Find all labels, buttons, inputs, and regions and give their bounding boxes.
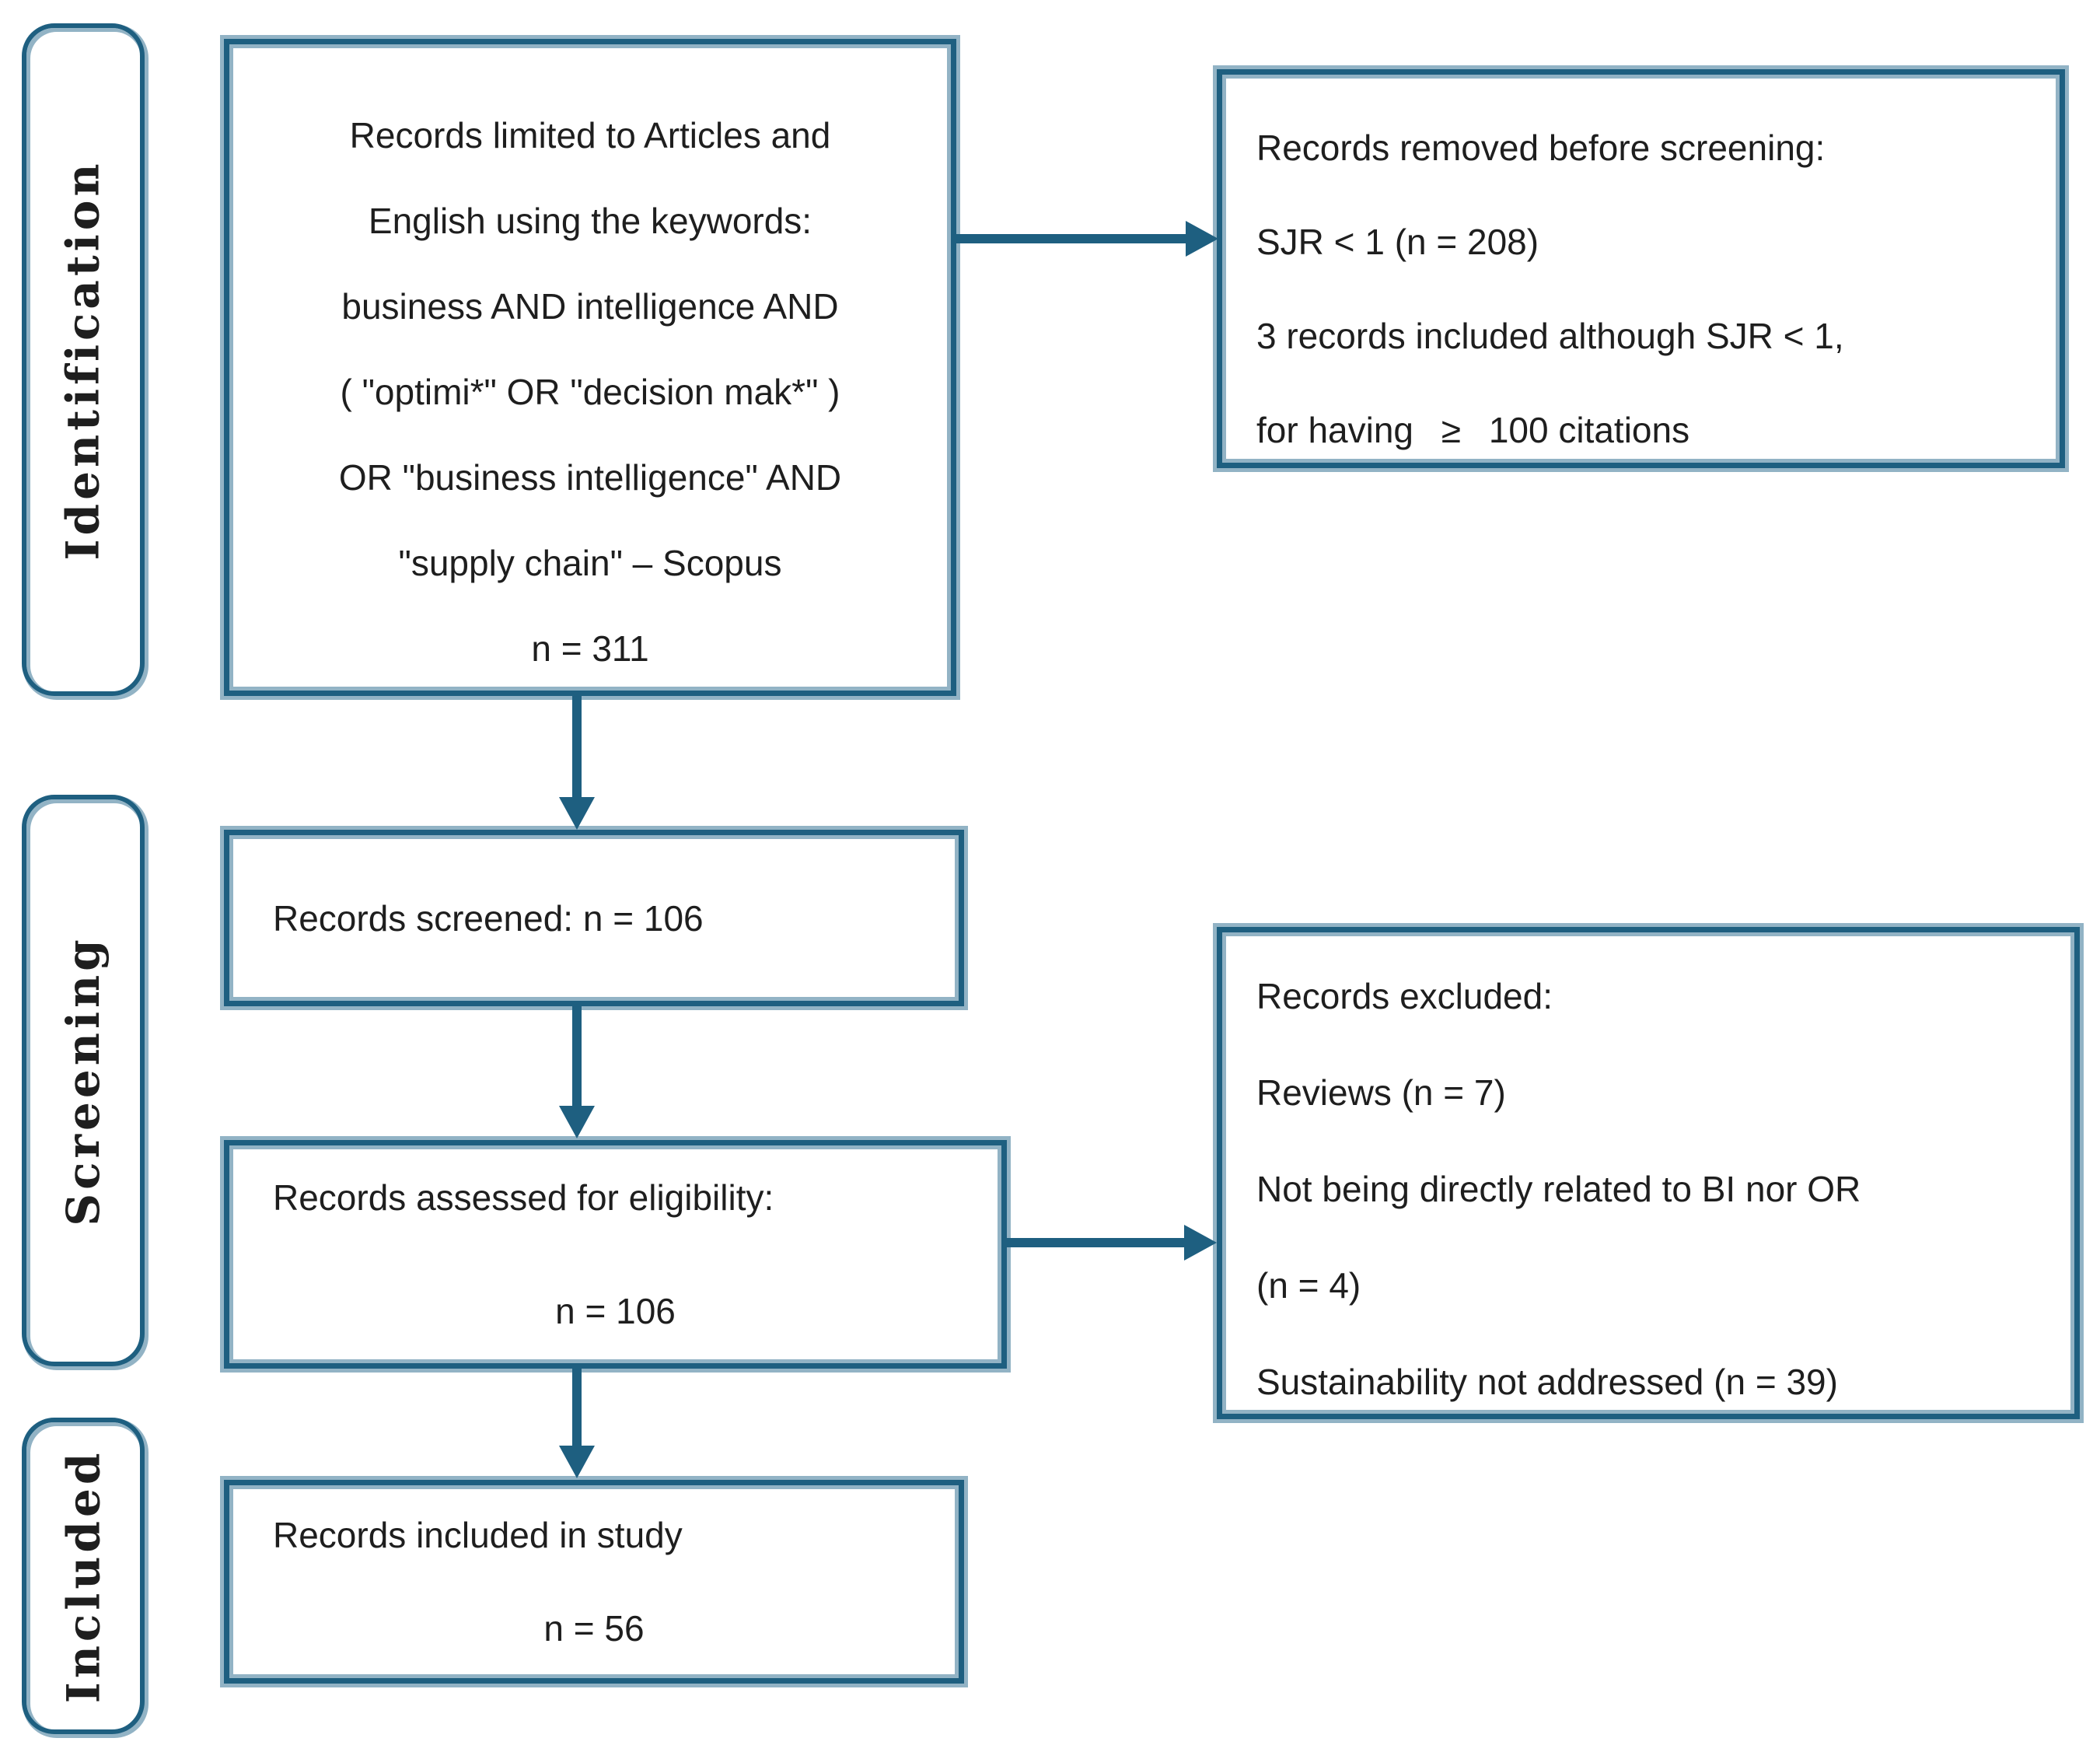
arrow-stem	[956, 234, 1186, 243]
stage-label-included: Included	[57, 1449, 110, 1703]
box-line: "supply chain" – Scopus	[398, 543, 782, 583]
stage-tab-screening: Screening	[22, 795, 145, 1366]
box-line: Records excluded:	[1256, 976, 1553, 1016]
stage-label-screening: Screening	[57, 935, 110, 1226]
box-line: Reviews (n = 7)	[1256, 1072, 1506, 1113]
records-screened-box: Records screened: n = 106	[224, 830, 964, 1006]
arrow-stem	[572, 696, 582, 799]
box-line: for having ≥ 100 citations	[1256, 410, 1690, 450]
box-line: OR "business intelligence" AND	[338, 457, 842, 498]
box-line: Records included in study	[273, 1515, 683, 1555]
arrow-stem	[572, 1006, 582, 1107]
box-line: 3 records included although SJR < 1,	[1256, 316, 1844, 356]
box-line: (n = 4)	[1256, 1265, 1361, 1306]
arrowhead-down-icon	[559, 797, 595, 830]
arrowhead-right-icon	[1184, 1225, 1217, 1261]
box-line: n = 56	[543, 1608, 645, 1649]
stage-tab-included: Included	[22, 1418, 145, 1734]
records-excluded-box: Records excluded: Reviews (n = 7) Not be…	[1217, 927, 2080, 1419]
box-line: Sustainability not addressed (n = 39)	[1256, 1362, 1838, 1402]
box-line: Records removed before screening:	[1256, 128, 1826, 168]
box-line: Records assessed for eligibility:	[273, 1177, 774, 1218]
stage-tab-identification: Identification	[22, 23, 145, 696]
box-line: Records limited to Articles and	[349, 115, 831, 156]
stage-label-identification: Identification	[57, 159, 110, 561]
box-line: n = 311	[531, 628, 649, 669]
arrowhead-down-icon	[559, 1446, 595, 1478]
box-line: SJR < 1 (n = 208)	[1256, 222, 1539, 262]
box-line: Records screened: n = 106	[273, 897, 704, 939]
arrow-stem	[1007, 1238, 1186, 1247]
records-removed-box: Records removed before screening: SJR < …	[1217, 69, 2065, 468]
box-line: business AND intelligence AND	[341, 286, 839, 327]
box-line: English using the keywords:	[368, 201, 812, 241]
records-source-box: Records limited to Articles and English …	[224, 39, 956, 696]
records-assessed-box: Records assessed for eligibility: n = 10…	[224, 1140, 1007, 1369]
box-line: n = 106	[555, 1291, 676, 1331]
box-line: Not being directly related to BI nor OR	[1256, 1169, 1861, 1209]
arrowhead-right-icon	[1186, 221, 1218, 257]
box-line: ( "optimi*" OR "decision mak*" )	[340, 372, 840, 412]
arrowhead-down-icon	[559, 1106, 595, 1138]
arrow-stem	[572, 1369, 582, 1447]
records-included-box: Records included in study n = 56	[224, 1480, 964, 1684]
